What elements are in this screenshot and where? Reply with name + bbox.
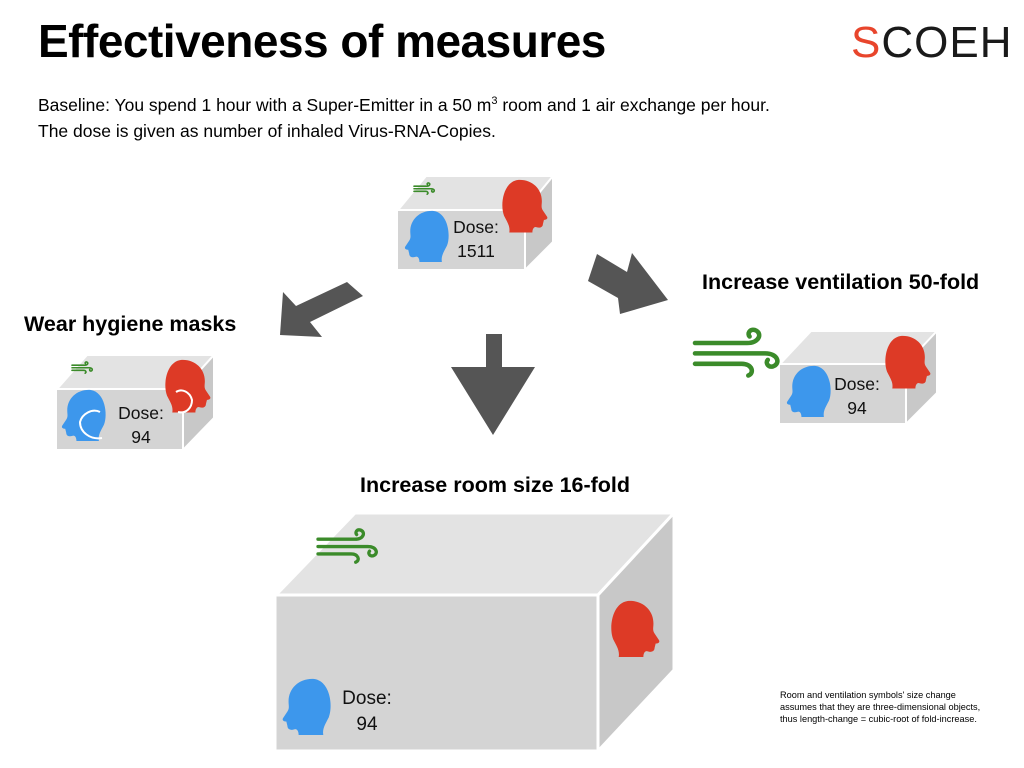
page-title: Effectiveness of measures [38,15,606,67]
ventilation-dose: Dose:94 [834,374,880,418]
baseline-description: Baseline: You spend 1 hour with a Super-… [38,95,770,115]
large-wind-icon [695,330,777,376]
room-size-measure-label: Increase room size 16-fold [360,473,631,497]
arrow-to-masks [280,282,363,337]
large-room-box [272,509,678,755]
mask-icon [78,409,103,440]
scoeh-logo: SCOEH [851,18,1013,67]
mask-dose: Dose:94 [118,403,164,447]
dose-description: The dose is given as number of inhaled V… [38,121,496,141]
arrow-to-ventilation [588,253,668,314]
ventilation-measure-label: Increase ventilation 50-fold [702,270,980,294]
room-size-dose: Dose:94 [342,688,392,735]
footnote: Room and ventilation symbols' size chang… [780,690,981,725]
mask-measure-label: Wear hygiene masks [24,312,237,336]
arrow-to-room-size [451,334,535,435]
ventilation-room-box [777,328,940,427]
mask-room-box [54,352,217,453]
baseline-dose: Dose:1511 [453,217,499,261]
mask-icon [175,389,194,414]
baseline-room-box [395,173,556,273]
